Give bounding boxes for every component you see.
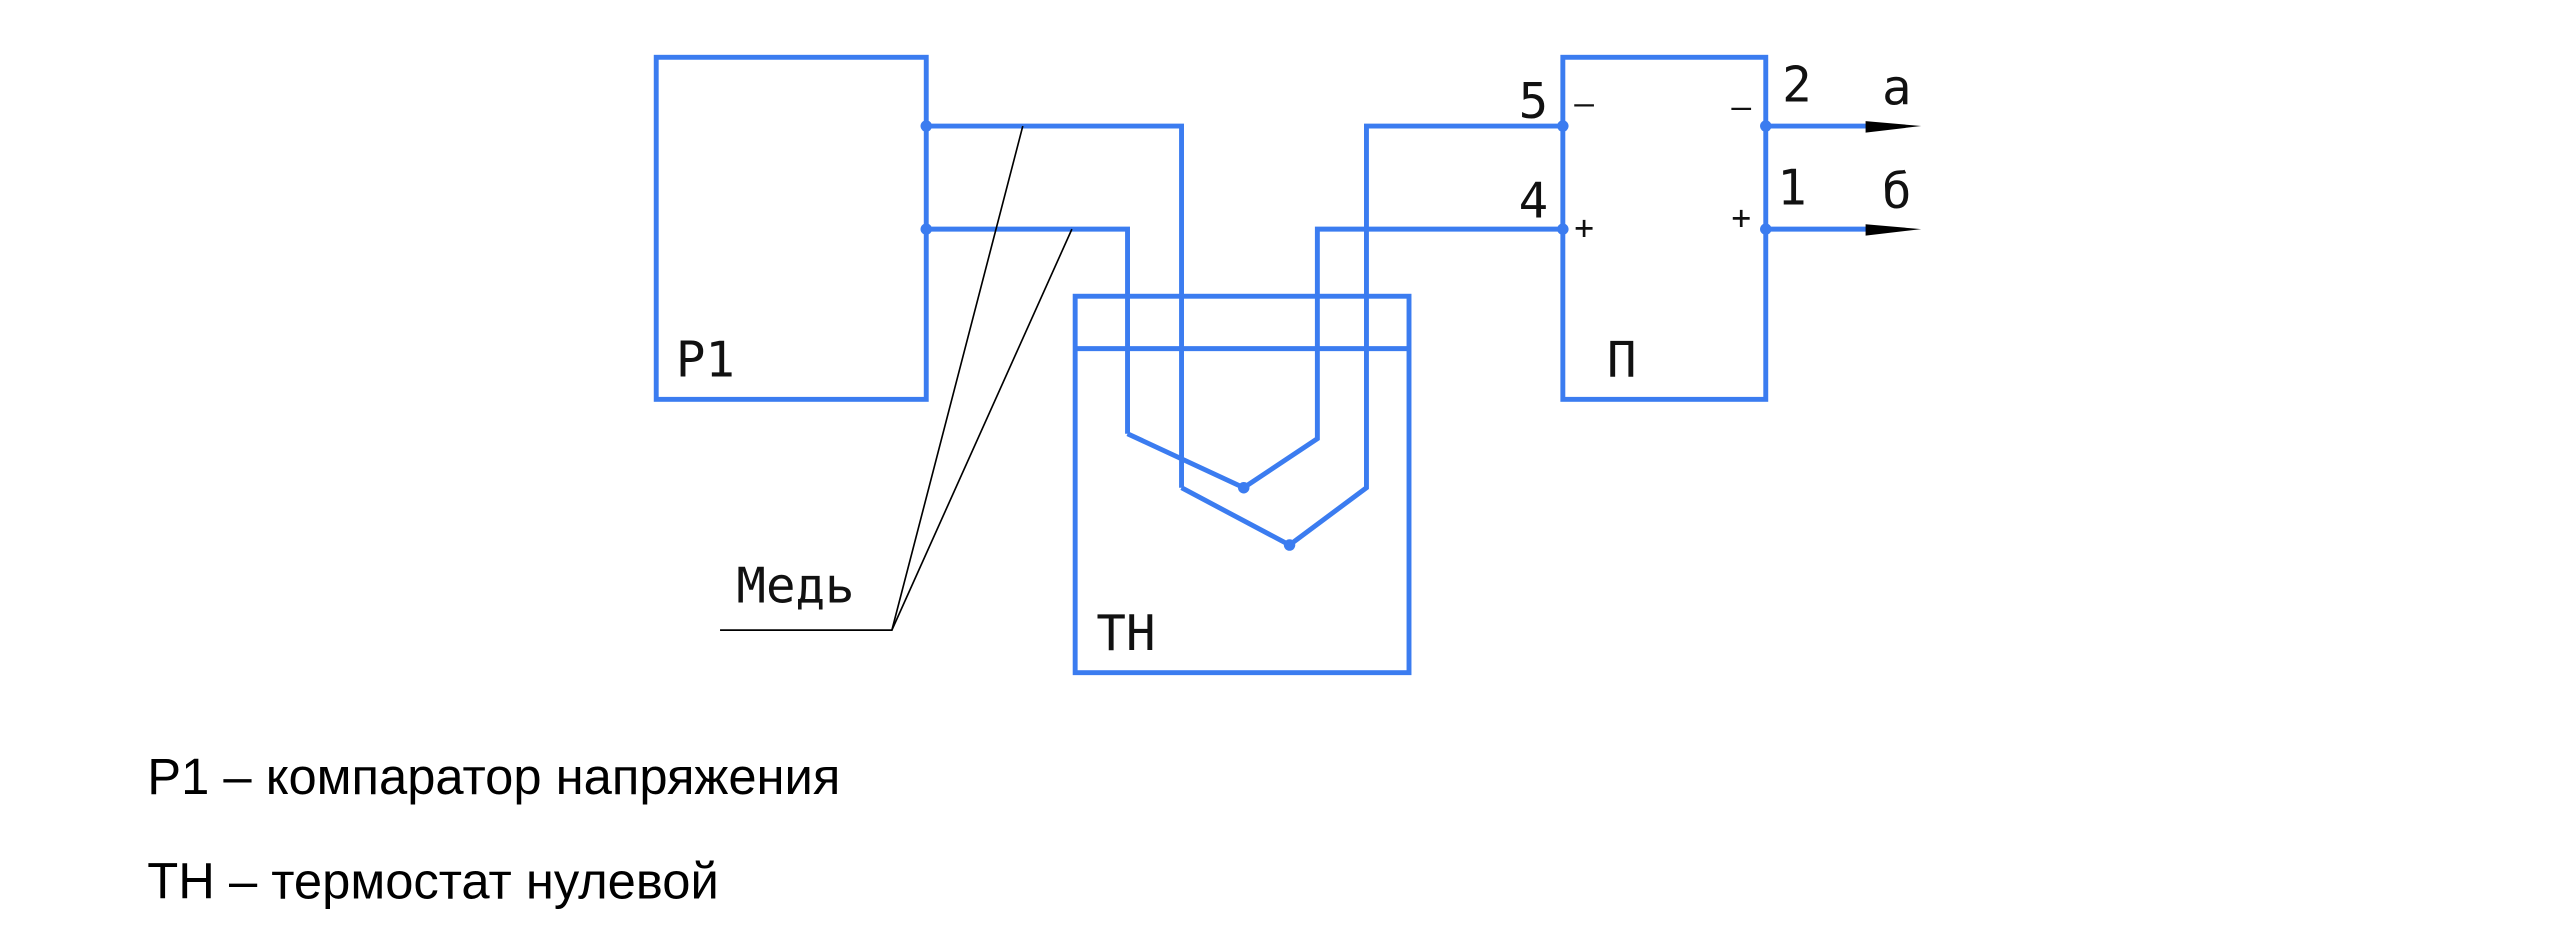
copper-label: Медь (736, 556, 854, 614)
junction-dot (1237, 482, 1250, 494)
copper-wire-bottom (926, 226, 1130, 434)
thermocouple-leg-1 (1126, 226, 1563, 491)
junction-dot (1283, 539, 1296, 551)
arrow-icon (1865, 121, 1922, 133)
leader-line (720, 125, 1024, 631)
output-b-label: б (1882, 162, 1912, 220)
terminal-2-label: 2 (1782, 55, 1812, 113)
tn-block (1072, 293, 1412, 676)
p1-label: Р1 (676, 330, 735, 388)
thermocouple-leg-2 (1180, 123, 1563, 548)
copper-wire-top (926, 123, 1184, 488)
terminal-5-label: 5 (1519, 72, 1549, 130)
terminal-1-label: 1 (1777, 159, 1807, 217)
tn-label: ТН (1096, 604, 1155, 662)
out-minus-sign: – (1731, 88, 1751, 126)
output-a-label: а (1882, 59, 1912, 117)
arrow-icon (1865, 224, 1922, 236)
terminal-dot (1557, 120, 1569, 132)
legend-p1: Р1 – компаратор напряжения (147, 748, 840, 805)
in-minus-sign: – (1574, 85, 1594, 123)
terminal-4-label: 4 (1519, 172, 1549, 230)
in-plus-sign: + (1574, 209, 1594, 247)
terminal-dot (1557, 223, 1569, 235)
terminal-dot (920, 223, 932, 235)
legend-tn: ТН – термостат нулевой (147, 853, 719, 910)
terminal-dot (920, 120, 932, 132)
leader-line (891, 228, 1073, 631)
p-label: П (1607, 330, 1637, 388)
out-plus-sign: + (1731, 199, 1751, 237)
